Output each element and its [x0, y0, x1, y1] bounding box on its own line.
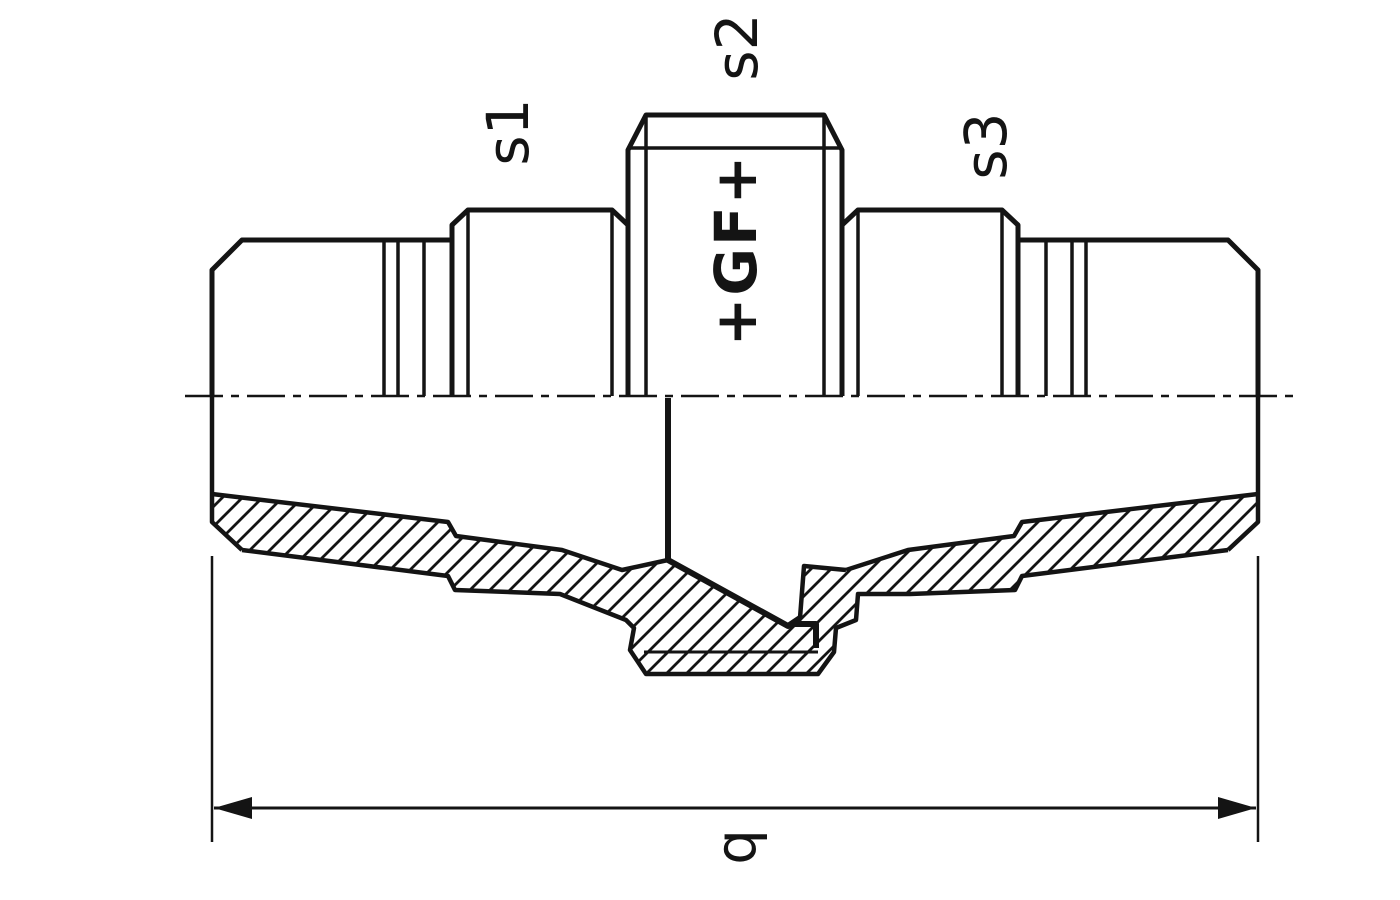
gf-logo-text: +GF+ [702, 154, 770, 346]
label-dimension-q: q [705, 829, 770, 865]
section-hatch-region [212, 494, 1258, 674]
label-s3: s3 [952, 112, 1020, 179]
hex-body-outline [625, 112, 845, 396]
right-end-face-lower [1226, 396, 1261, 552]
seat-wedge-right-edge [797, 563, 847, 619]
left-nut-flat-lines [466, 212, 614, 396]
left-end-face-lower [209, 396, 244, 552]
bore-line-right [845, 491, 1259, 573]
hex-flat-lines [644, 116, 826, 396]
label-s1: s1 [474, 98, 542, 165]
bore-line-left [211, 491, 669, 573]
right-union-nut-outline [839, 207, 1021, 396]
left-union-nut-outline [449, 207, 631, 396]
left-thread-outline [209, 237, 452, 396]
label-s2: s2 [703, 13, 771, 80]
seat-diagonal-line [666, 557, 802, 629]
right-thread-runout-lines [1044, 240, 1088, 396]
dimension-arrow-right [1218, 797, 1256, 819]
right-nut-flat-lines [856, 212, 1004, 396]
right-thread-outline [1018, 237, 1261, 396]
dimension-arrow-left [214, 797, 252, 819]
left-thread-runout-lines [382, 240, 426, 396]
seat-step-line [795, 621, 819, 648]
outer-profile-lower [241, 547, 1229, 677]
